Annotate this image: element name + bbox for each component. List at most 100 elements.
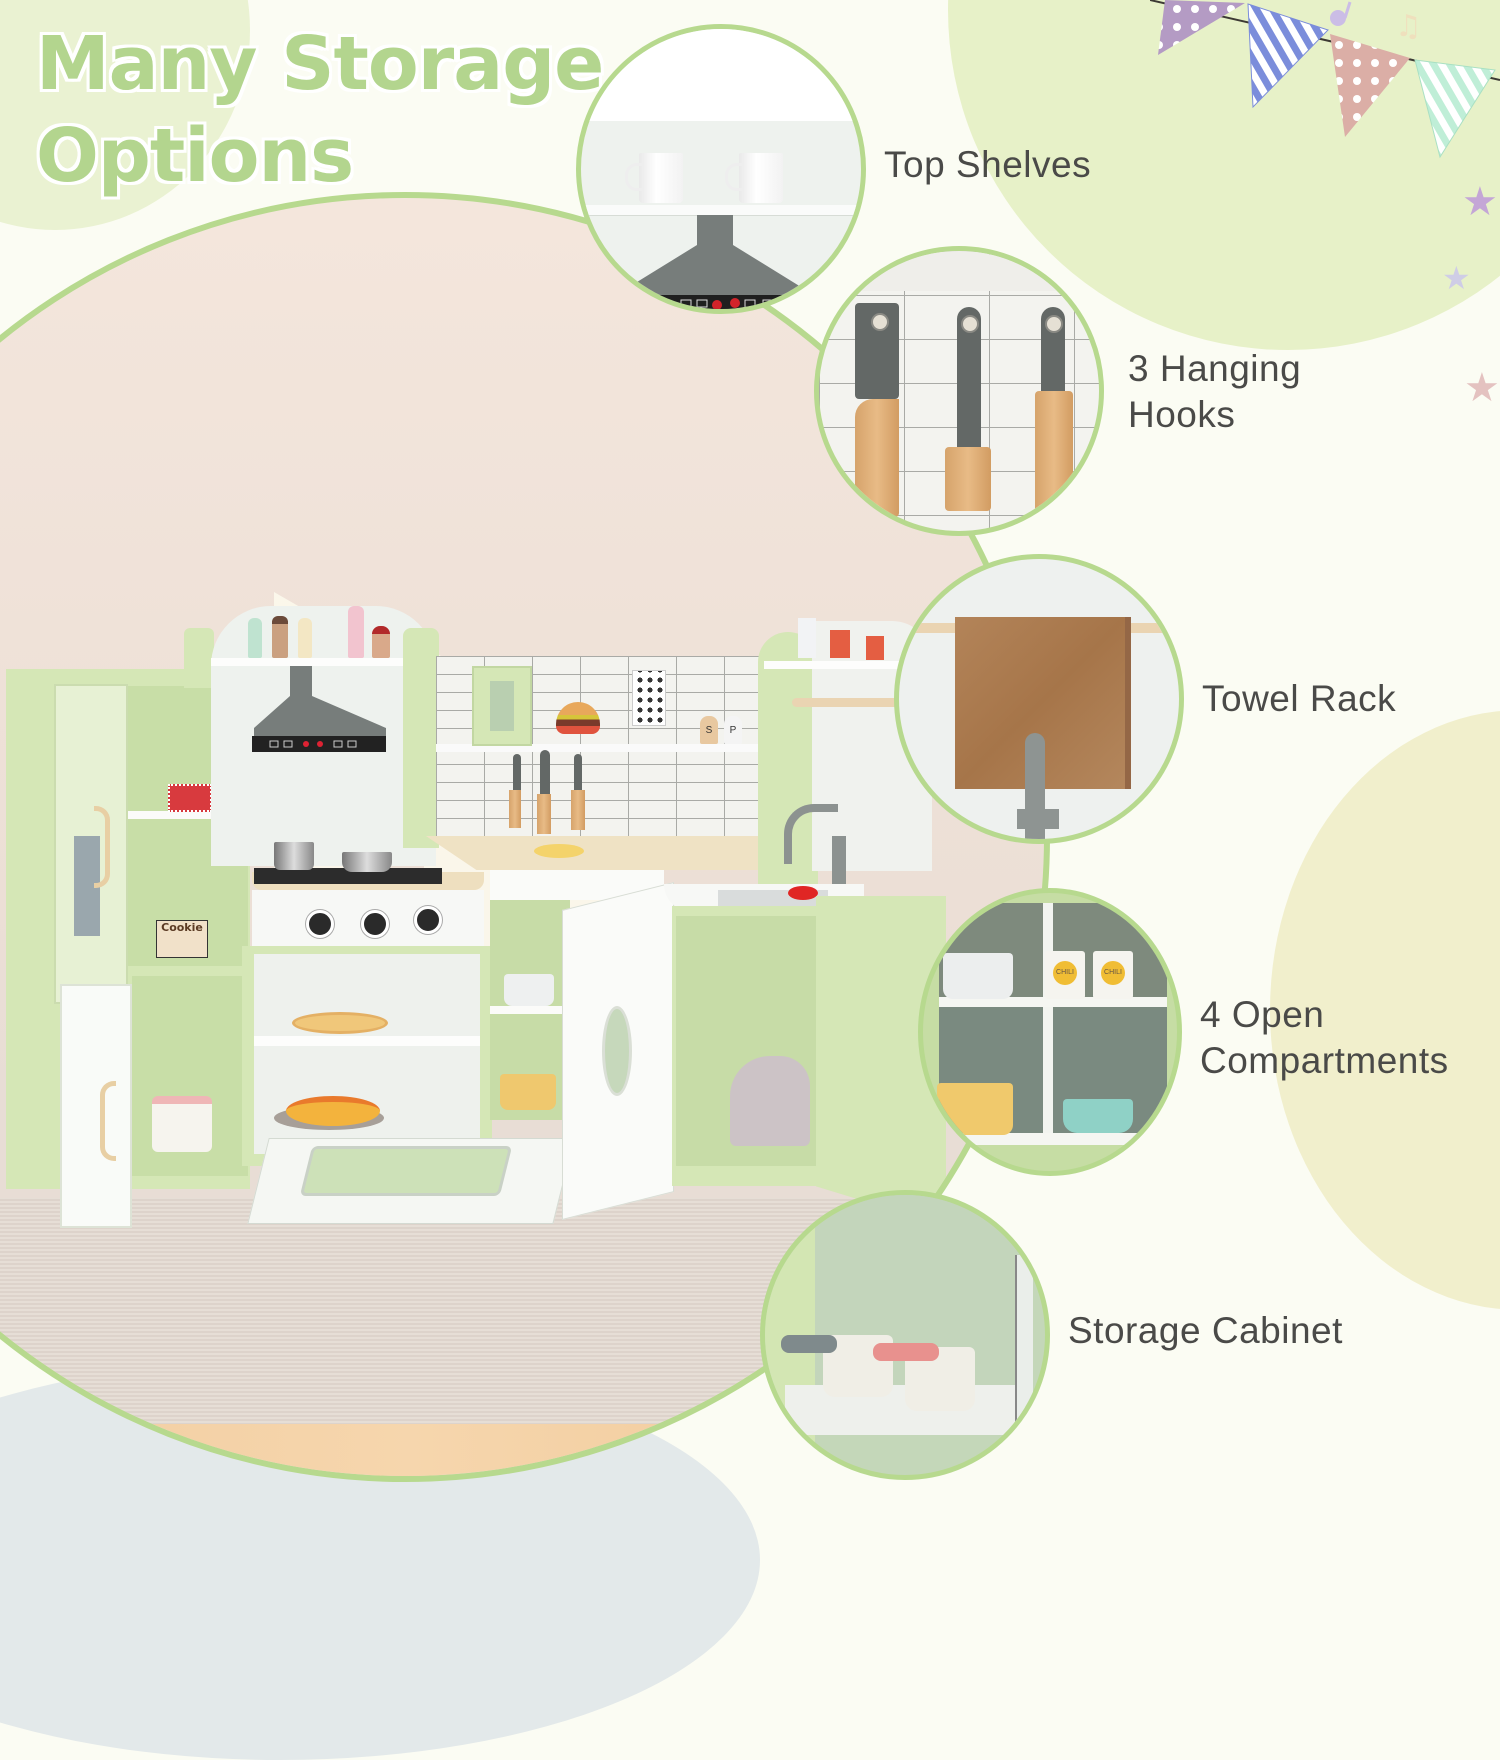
hook-pin — [1045, 315, 1063, 333]
hanging-spatula-handle[interactable] — [540, 750, 550, 794]
toy-white-pot — [943, 953, 1013, 999]
feature-label-top-shelves: Top Shelves — [884, 144, 1092, 185]
toy-cookie-box: Cookie — [156, 920, 208, 958]
callout-open-compartments-image: CHILI CHILI — [918, 888, 1182, 1176]
toy-milk-carton — [798, 618, 816, 658]
toy-bottle-cream — [298, 618, 312, 658]
toy-cup-red-2 — [866, 636, 884, 660]
toy-cup-red — [830, 630, 850, 658]
cabinet-porthole-window — [602, 1006, 632, 1096]
corner-shelf — [490, 1006, 570, 1014]
toy-cake-box — [168, 784, 212, 812]
toy-yellow-pot — [500, 1074, 556, 1110]
hanging-knife-blade — [855, 399, 899, 517]
toy-pepper-shaker: P — [724, 716, 742, 744]
toy-yellow-pot — [937, 1083, 1013, 1135]
stove-hutch-left-side — [184, 628, 214, 688]
feature-label-hanging-hooks-line-1: 3 Hanging — [1128, 348, 1302, 389]
fridge-shelf — [128, 811, 243, 819]
cabinet-door-edge[interactable] — [1015, 1255, 1033, 1425]
compartment-floor — [939, 1133, 1167, 1145]
hanging-turner-blade — [1035, 391, 1073, 519]
toy-bottle-brown — [272, 616, 288, 658]
fridge-lower-handle[interactable] — [100, 1081, 116, 1161]
compartment-vertical-divider — [1043, 903, 1053, 1133]
faucet-lever — [1017, 809, 1059, 829]
toy-white-pot — [504, 974, 554, 1006]
toy-pot — [274, 842, 314, 870]
corner-countertop — [426, 836, 786, 870]
bunting-flags-icon: ♫ — [1149, 0, 1500, 159]
hook-pin — [871, 313, 889, 331]
callout-hanging-hooks-image — [814, 246, 1104, 536]
chili-label: CHILI — [1101, 961, 1125, 985]
toy-frying-pan — [342, 852, 392, 872]
chili-label: CHILI — [1053, 961, 1077, 985]
hanging-knife-handle[interactable] — [513, 754, 521, 790]
sink-faucet-base[interactable] — [832, 836, 846, 886]
headline-line-2: Options — [36, 113, 354, 199]
sink-top-shelf — [764, 661, 904, 669]
star-icon-pink: ★ — [1464, 366, 1500, 410]
feature-label-hanging-hooks: 3 Hanging Hooks — [1128, 346, 1301, 438]
upper-cabinet-shelf — [436, 744, 762, 752]
toy-mug — [625, 153, 683, 203]
toy-lemon-slice — [534, 844, 584, 858]
fridge-lower-door[interactable] — [60, 984, 132, 1228]
hanging-spatula-blade — [945, 447, 991, 511]
oven-door-window — [299, 1146, 513, 1196]
callout-top-shelves-image — [576, 24, 866, 314]
toy-cloth — [730, 1056, 810, 1146]
headline-line-1: Many Storage — [36, 21, 604, 107]
microwave-keypad[interactable] — [632, 670, 666, 726]
oven-knob-right[interactable] — [414, 906, 442, 934]
star-icon-lavender: ★ — [1442, 260, 1471, 296]
toy-chili-jar: CHILI — [1045, 951, 1085, 999]
hanging-spatula-blade — [537, 794, 551, 834]
feature-label-towel-rack: Towel Rack — [1202, 678, 1397, 719]
range-hood-closeup — [629, 215, 801, 309]
toy-mug — [725, 153, 783, 203]
feature-label-open-compartments-line-2: Compartments — [1200, 1040, 1449, 1081]
sink-faucet[interactable] — [784, 804, 838, 864]
play-kitchen: Cookie — [6, 198, 1044, 1476]
range-hood — [252, 666, 386, 752]
feature-label-open-compartments-line-1: 4 Open — [1200, 994, 1325, 1035]
feature-label-storage-cabinet: Storage Cabinet — [1068, 1310, 1343, 1351]
bunting-decoration: ♫ — [1149, 0, 1500, 170]
feature-label-hanging-hooks-line-2: Hooks — [1128, 394, 1236, 435]
hanging-turner-handle[interactable] — [574, 754, 582, 790]
towel-bar[interactable] — [792, 698, 902, 707]
hook-rail-top — [819, 251, 1099, 291]
page-headline: Many Storage Options — [36, 18, 604, 202]
microwave-window — [490, 681, 514, 731]
hutch-arch — [581, 29, 861, 121]
pressure-cooker-handle-pink — [873, 1343, 939, 1361]
compartment-shelf — [939, 997, 1167, 1007]
toy-chili-jar: CHILI — [1093, 951, 1133, 999]
callout-storage-cabinet-image — [760, 1190, 1050, 1480]
hanging-knife-blade — [509, 790, 521, 828]
toy-bottle-pink — [348, 606, 364, 658]
toy-tomato — [788, 886, 818, 900]
star-icon-purple: ★ — [1462, 180, 1498, 224]
stove-top-shelf — [211, 658, 436, 666]
stove-hutch-right-side — [403, 628, 439, 848]
toy-pressure-cooker — [152, 1096, 212, 1152]
toy-teal-bowl — [1063, 1099, 1133, 1133]
oven-knob-middle[interactable] — [361, 910, 389, 938]
toy-burger — [556, 702, 600, 734]
fridge-handle[interactable] — [94, 806, 110, 888]
toy-bottle-red — [372, 626, 390, 658]
stovetop-cooktop — [254, 868, 442, 884]
oven-knob-left[interactable] — [306, 910, 334, 938]
hook-pin — [961, 315, 979, 333]
oven-rack — [254, 1036, 480, 1046]
feature-label-open-compartments: 4 Open Compartments — [1200, 992, 1449, 1084]
toy-bottle-mint — [248, 618, 262, 658]
callout-towel-rack-image — [894, 554, 1184, 844]
svg-text:♫: ♫ — [1395, 9, 1422, 44]
toy-pizza-whole — [286, 1096, 380, 1126]
toy-salt-shaker: S — [700, 716, 718, 744]
toy-pizza — [292, 1012, 388, 1034]
